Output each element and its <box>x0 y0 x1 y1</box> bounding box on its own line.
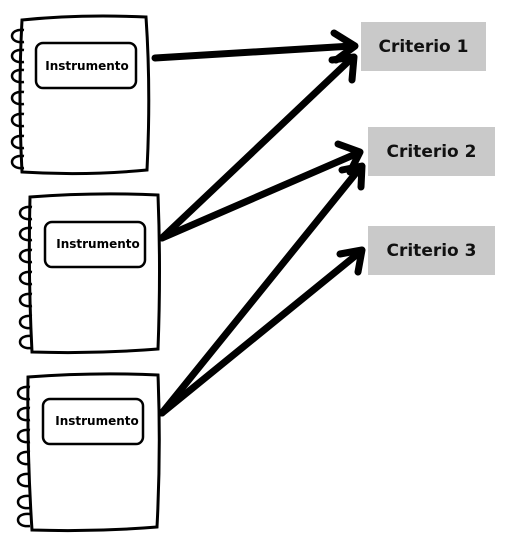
criterion-box-3: Criterio 3 <box>368 226 495 275</box>
criterion-label: Criterio 1 <box>378 36 469 57</box>
notebook-label-box <box>34 41 138 90</box>
arrow-notebook2-criterio1 <box>158 53 358 242</box>
notebook-2: Instrumento <box>18 192 161 355</box>
spiral-binding <box>18 205 33 350</box>
notebook-label: Instrumento <box>55 414 139 428</box>
arrow-notebook3-criterio3 <box>158 246 366 417</box>
spiral-binding <box>10 28 25 170</box>
notebook-label-box <box>43 220 147 269</box>
notebook-1: Instrumento <box>10 14 151 176</box>
notebook-cover <box>27 192 161 355</box>
notebook-cover <box>18 14 151 176</box>
arrow-notebook3-criterio2 <box>158 162 366 417</box>
criterion-label: Criterio 2 <box>386 141 477 162</box>
criterion-box-2: Criterio 2 <box>368 127 495 176</box>
notebook-label: Instrumento <box>56 237 140 251</box>
arrow-notebook2-criterio2 <box>158 140 364 242</box>
notebook-cover <box>26 372 161 533</box>
criterion-label: Criterio 3 <box>386 240 477 261</box>
criterion-box-1: Criterio 1 <box>361 22 486 71</box>
notebook-label: Instrumento <box>45 59 129 73</box>
notebook-label-box <box>41 397 145 446</box>
spiral-binding <box>16 385 31 528</box>
notebook-3: Instrumento <box>16 372 161 533</box>
arrow-notebook1-criterio1 <box>151 29 359 64</box>
